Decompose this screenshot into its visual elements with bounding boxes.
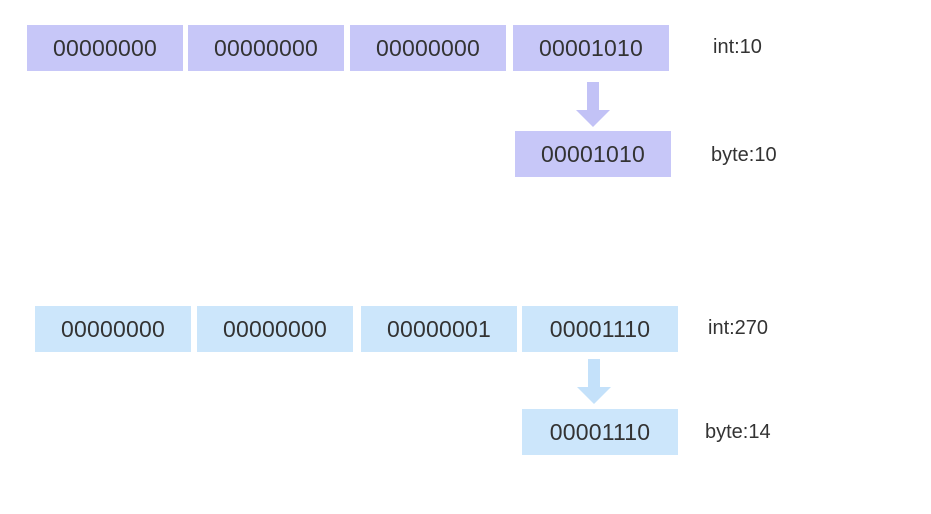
byte-box: 00001110 (522, 409, 678, 455)
byte-box: 00001010 (515, 131, 671, 177)
int-byte-box: 00000000 (35, 306, 191, 352)
int-byte-box: 00000001 (361, 306, 517, 352)
int-byte-box: 00000000 (27, 25, 183, 71)
int-byte-box-low: 00001010 (513, 25, 669, 71)
int-byte-box-low: 00001110 (522, 306, 678, 352)
int-byte-box: 00000000 (188, 25, 344, 71)
down-arrow-icon (576, 82, 610, 127)
down-arrow-icon (577, 359, 611, 404)
int-label: int:270 (708, 317, 769, 339)
byte-label: byte:14 (705, 421, 771, 443)
int-byte-box: 00000000 (350, 25, 506, 71)
int-byte-box: 00000000 (197, 306, 353, 352)
int-label: int:10 (713, 36, 762, 58)
byte-label: byte:10 (711, 144, 777, 166)
